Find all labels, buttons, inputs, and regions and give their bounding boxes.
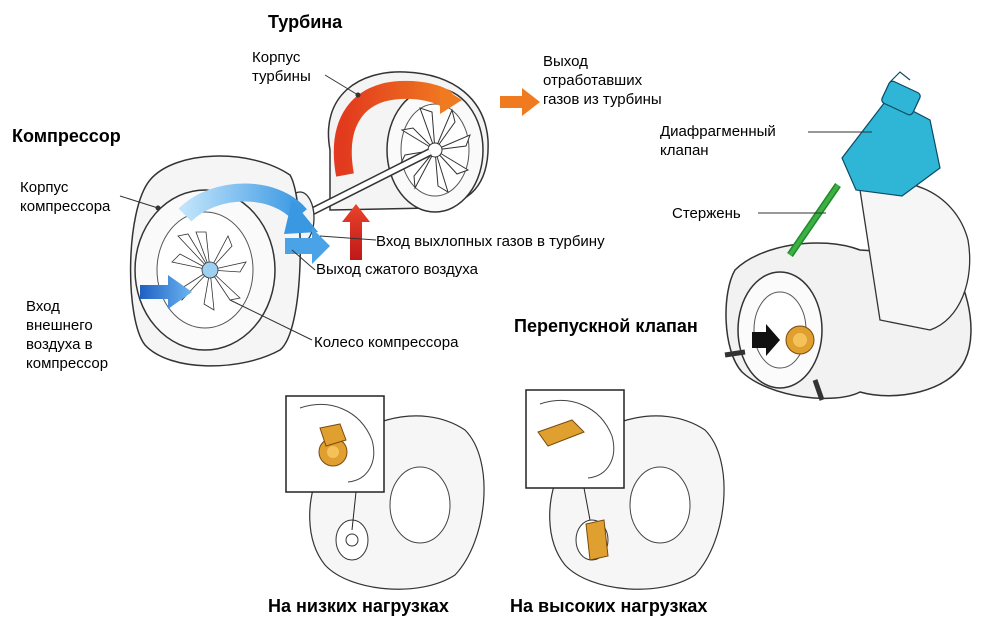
exhaust-in-arrow xyxy=(342,204,370,260)
compressor-heading: Компрессор xyxy=(12,126,121,147)
compressor-wheel-label: Колесо компрессора xyxy=(314,333,458,352)
low-load-illustration xyxy=(286,396,484,589)
turbine-heading: Турбина xyxy=(268,12,342,33)
turbine-housing-label: Корпус турбины xyxy=(252,48,311,86)
high-load-heading: На высоких нагрузках xyxy=(510,596,707,617)
rod-label: Стержень xyxy=(672,204,741,223)
exhaust-in-label: Вход выхлопных газов в турбину xyxy=(376,232,605,251)
turbine-exhaust-out-label: Выход отработавших газов из турбины xyxy=(543,52,662,109)
exhaust-out-arrow xyxy=(500,88,540,116)
diaphragm-valve-label: Диафрагменный клапан xyxy=(660,122,776,160)
outside-air-in-label: Вход внешнего воздуха в компрессор xyxy=(26,297,108,373)
diaphragm-valve xyxy=(842,72,940,196)
compressor-housing-label: Корпус компрессора xyxy=(20,178,110,216)
bypass-valve-heading: Перепускной клапан xyxy=(514,316,698,337)
low-load-heading: На низких нагрузках xyxy=(268,596,449,617)
compressed-air-out-label: Выход сжатого воздуха xyxy=(316,260,478,279)
high-load-illustration xyxy=(526,390,724,589)
